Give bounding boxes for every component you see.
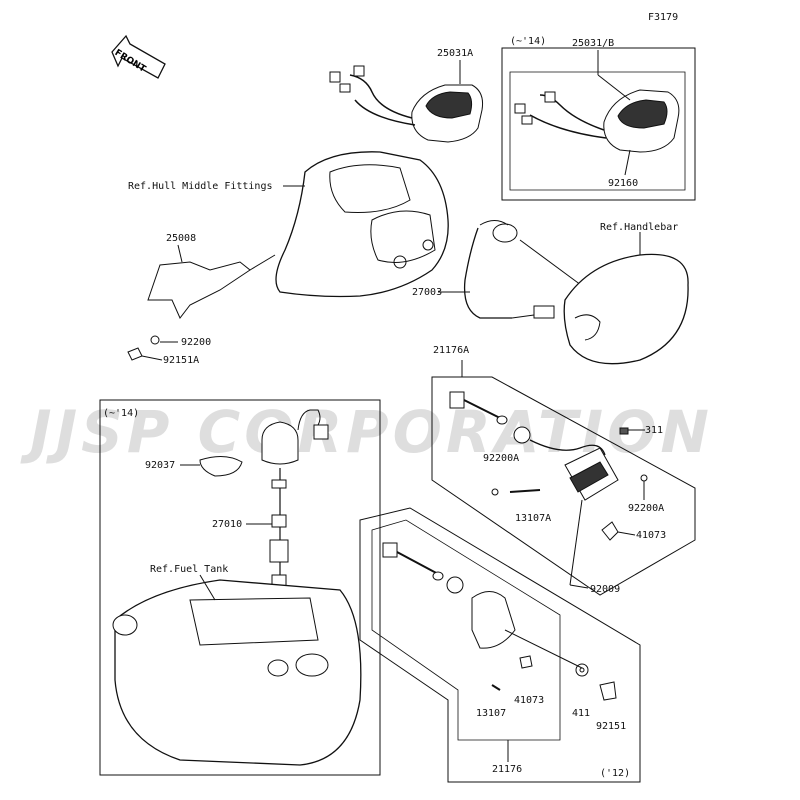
frame-upto14-left xyxy=(99,399,381,776)
front-arrow-icon xyxy=(111,34,166,79)
switch-27003 xyxy=(438,220,586,319)
hull-cover xyxy=(275,151,449,298)
label-13107a: 13107A xyxy=(515,513,552,524)
label-25031b: 25031/B xyxy=(572,38,615,49)
bracket-25008 xyxy=(127,244,276,361)
label-27003: 27003 xyxy=(412,287,443,298)
label-25008: 25008 xyxy=(166,233,197,244)
label-92009: 92009 xyxy=(590,584,621,595)
label-21176: 21176 xyxy=(492,764,523,775)
ref-fuel-tank: Ref.Fuel Tank xyxy=(150,564,229,575)
fuel-tank xyxy=(112,574,362,766)
label-92160: 92160 xyxy=(608,178,639,189)
label-92200a-left: 92200A xyxy=(483,453,520,464)
label-27010: 27010 xyxy=(212,519,243,530)
figure-code: F3179 xyxy=(648,12,679,23)
label-92200: 92200 xyxy=(181,337,212,348)
sensor-21176 xyxy=(382,542,617,701)
sensor-21176a xyxy=(449,391,648,589)
meter-25031b xyxy=(514,50,680,176)
frame-upto14-top xyxy=(501,47,696,201)
handlebar-pad xyxy=(563,232,689,365)
label-25031a: 25031A xyxy=(437,48,474,59)
label-21176a: 21176A xyxy=(433,345,470,356)
note-year12: ('12) xyxy=(600,768,631,779)
label-92200a-right: 92200A xyxy=(628,503,665,514)
label-92037: 92037 xyxy=(145,460,176,471)
ref-handlebar: Ref.Handlebar xyxy=(600,222,679,233)
note-upto14-top: (~'14) xyxy=(510,36,547,47)
ref-hull: Ref.Hull Middle Fittings xyxy=(128,181,273,192)
meter-25031a xyxy=(329,60,483,143)
label-41073-bottom: 41073 xyxy=(514,695,545,706)
label-311: 311 xyxy=(645,425,664,436)
label-13107: 13107 xyxy=(476,708,507,719)
label-41073-right: 41073 xyxy=(636,530,667,541)
fuel-sender-27010 xyxy=(180,409,329,590)
label-92151: 92151 xyxy=(596,721,627,732)
label-92151a: 92151A xyxy=(163,355,200,366)
note-upto14-left: (~'14) xyxy=(103,408,140,419)
frame-21176 xyxy=(359,507,641,783)
frame-21176a xyxy=(431,360,696,596)
label-411: 411 xyxy=(572,708,591,719)
